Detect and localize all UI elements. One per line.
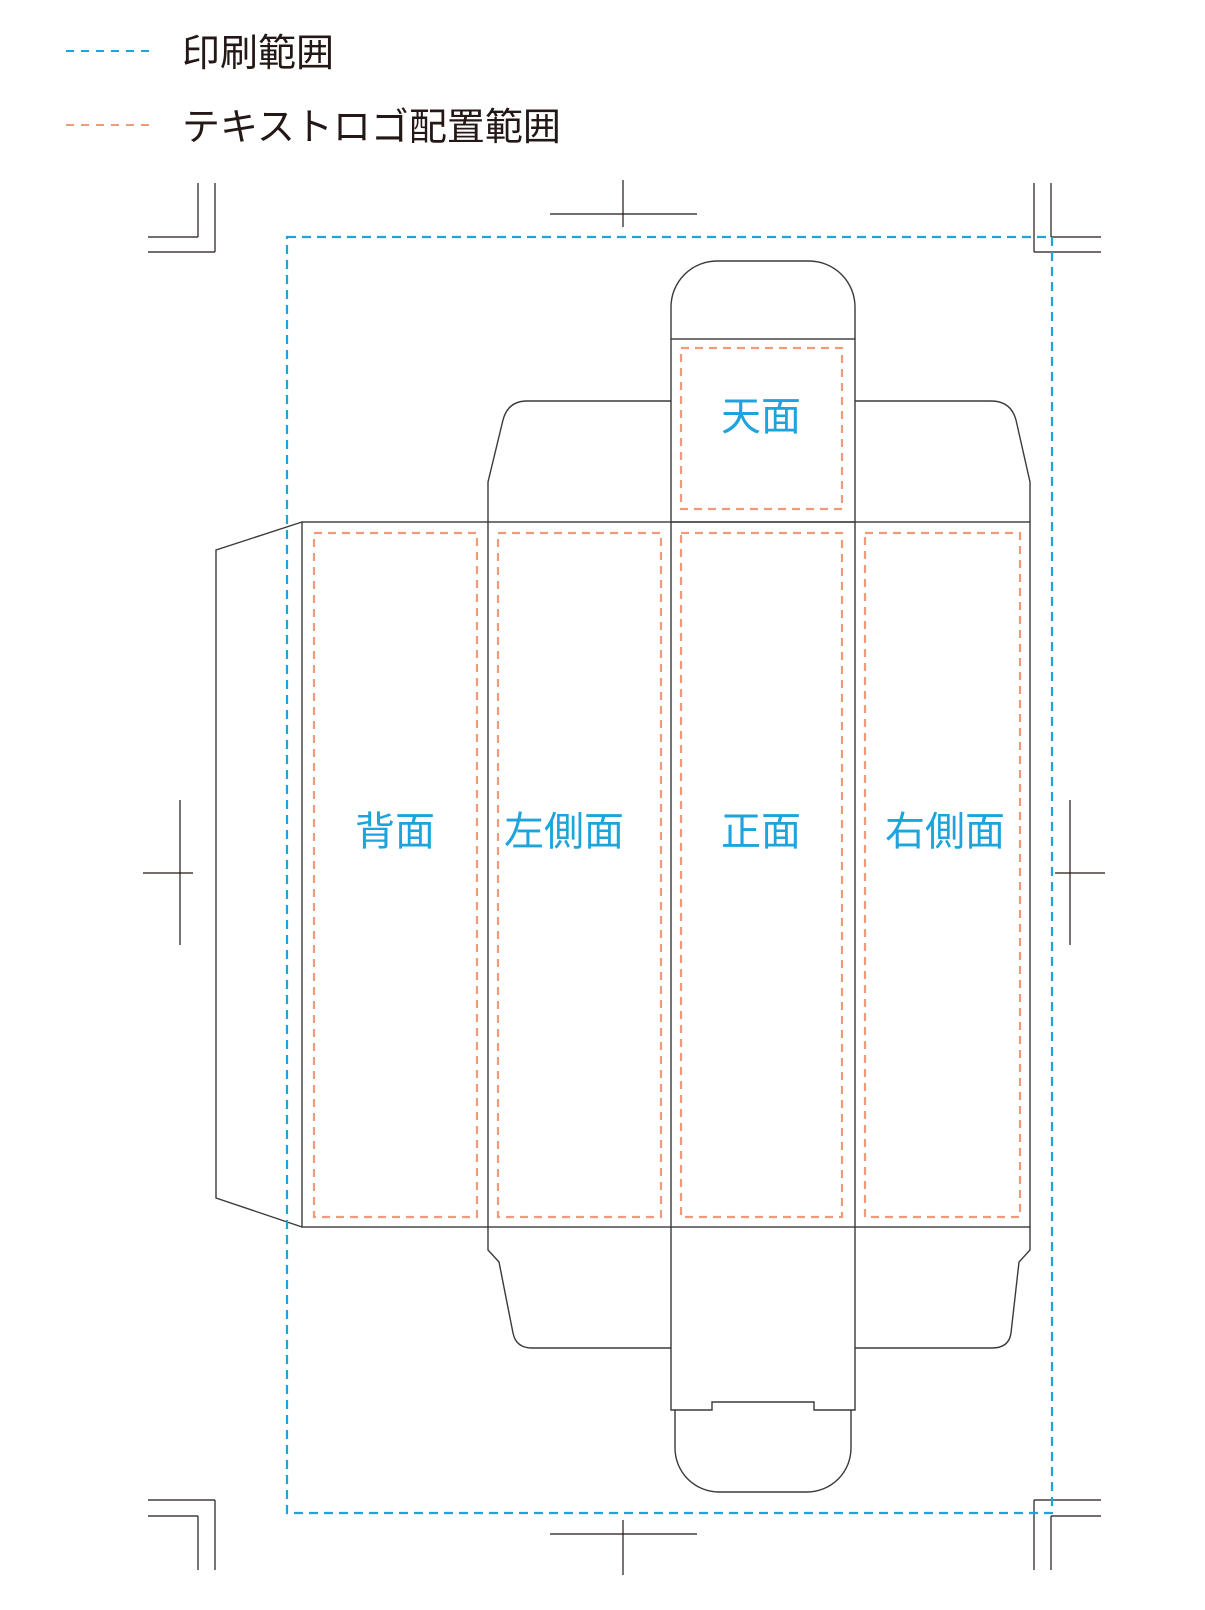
print-area-boundary [285,235,1054,1515]
panel-label-right: 右側面 [885,809,1005,855]
text-logo-area-left [496,531,663,1219]
main-body-outline [301,521,1031,1228]
panel-label-back: 背面 [355,809,435,855]
text-logo-area-right [863,531,1022,1219]
panel-label-top: 天面 [721,394,801,440]
crop-mark-bottom-left [148,1499,216,1570]
die-cut-lines [215,260,1031,1493]
legend: 印刷範囲 テキストロゴ配置範囲 [66,31,561,149]
crop-mark-bottom-center [550,1520,697,1575]
crop-marks [143,180,1105,1575]
bottom-dust-flap-left [487,1227,671,1349]
top-dust-flap-right [855,400,1031,522]
top-panel-outline [670,338,856,523]
glue-flap [215,521,303,1228]
text-logo-area-top [679,346,844,511]
bottom-dust-flap-right [855,1227,1031,1349]
crop-mark-right-center [1055,800,1105,945]
text-logo-areas [312,346,1022,1219]
bottom-tuck-flap [674,1410,852,1493]
panel-label-front: 正面 [721,809,801,855]
crop-mark-top-center [550,180,697,227]
text-logo-area-back [312,531,479,1219]
crop-mark-top-right [1033,183,1101,253]
legend-label-print-area: 印刷範囲 [182,31,334,75]
panel-label-left: 左側面 [504,809,624,855]
crop-mark-left-center [143,800,193,945]
top-dust-flap-left [487,400,671,522]
text-logo-area-front [679,531,844,1219]
crop-mark-bottom-right [1033,1499,1101,1570]
panel-labels: 天面 背面 左側面 正面 右側面 [355,394,1005,855]
bottom-panel-outline [670,1227,856,1411]
legend-label-text-logo-area: テキストロゴ配置範囲 [182,105,561,149]
top-tuck-flap [670,260,856,339]
crop-mark-top-left [148,183,216,253]
